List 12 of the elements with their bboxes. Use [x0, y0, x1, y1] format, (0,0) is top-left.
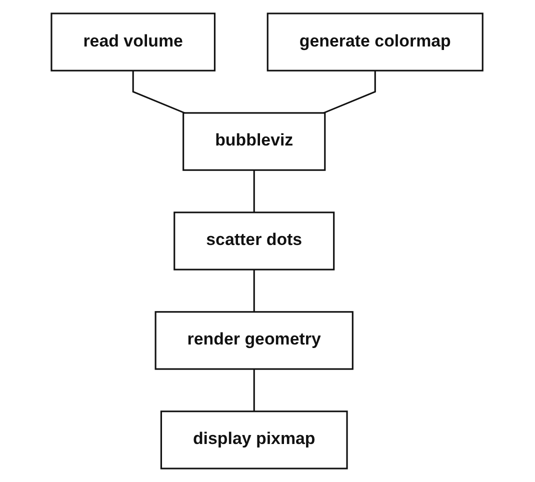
connector	[254, 270, 256, 312]
connector	[324, 70, 376, 114]
connector	[254, 369, 256, 412]
node-box	[51, 12, 216, 72]
connector	[132, 70, 186, 114]
node-box	[160, 410, 348, 470]
node-box	[267, 12, 484, 72]
node-box	[155, 311, 354, 370]
node-box	[174, 212, 336, 270]
connector	[254, 170, 256, 212]
flowchart-drawing: read volume generate colormap bubbleviz scatter dots render geometry display pixmap	[43, 5, 492, 477]
node-box	[182, 112, 326, 171]
